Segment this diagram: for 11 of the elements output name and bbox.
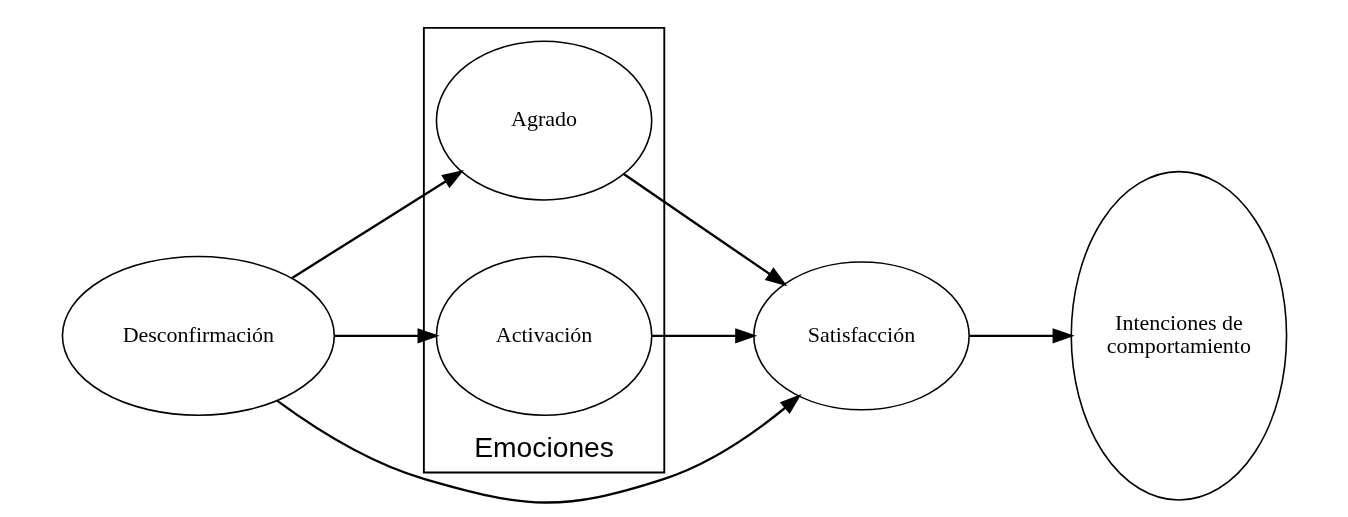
node-ellipse: Satisfacción [752,260,970,410]
arrow [968,327,1075,344]
node-ellipse: Desconfirmación [61,255,335,416]
arrow [622,172,787,286]
arrow [276,393,802,504]
arrow [333,327,440,344]
arrow [290,169,464,279]
node-ellipse: Activación [435,255,652,416]
arrow [651,327,757,344]
node-ellipse: Intenciones de comportamiento [1070,170,1287,501]
node-ellipse: Agrado [435,39,652,201]
